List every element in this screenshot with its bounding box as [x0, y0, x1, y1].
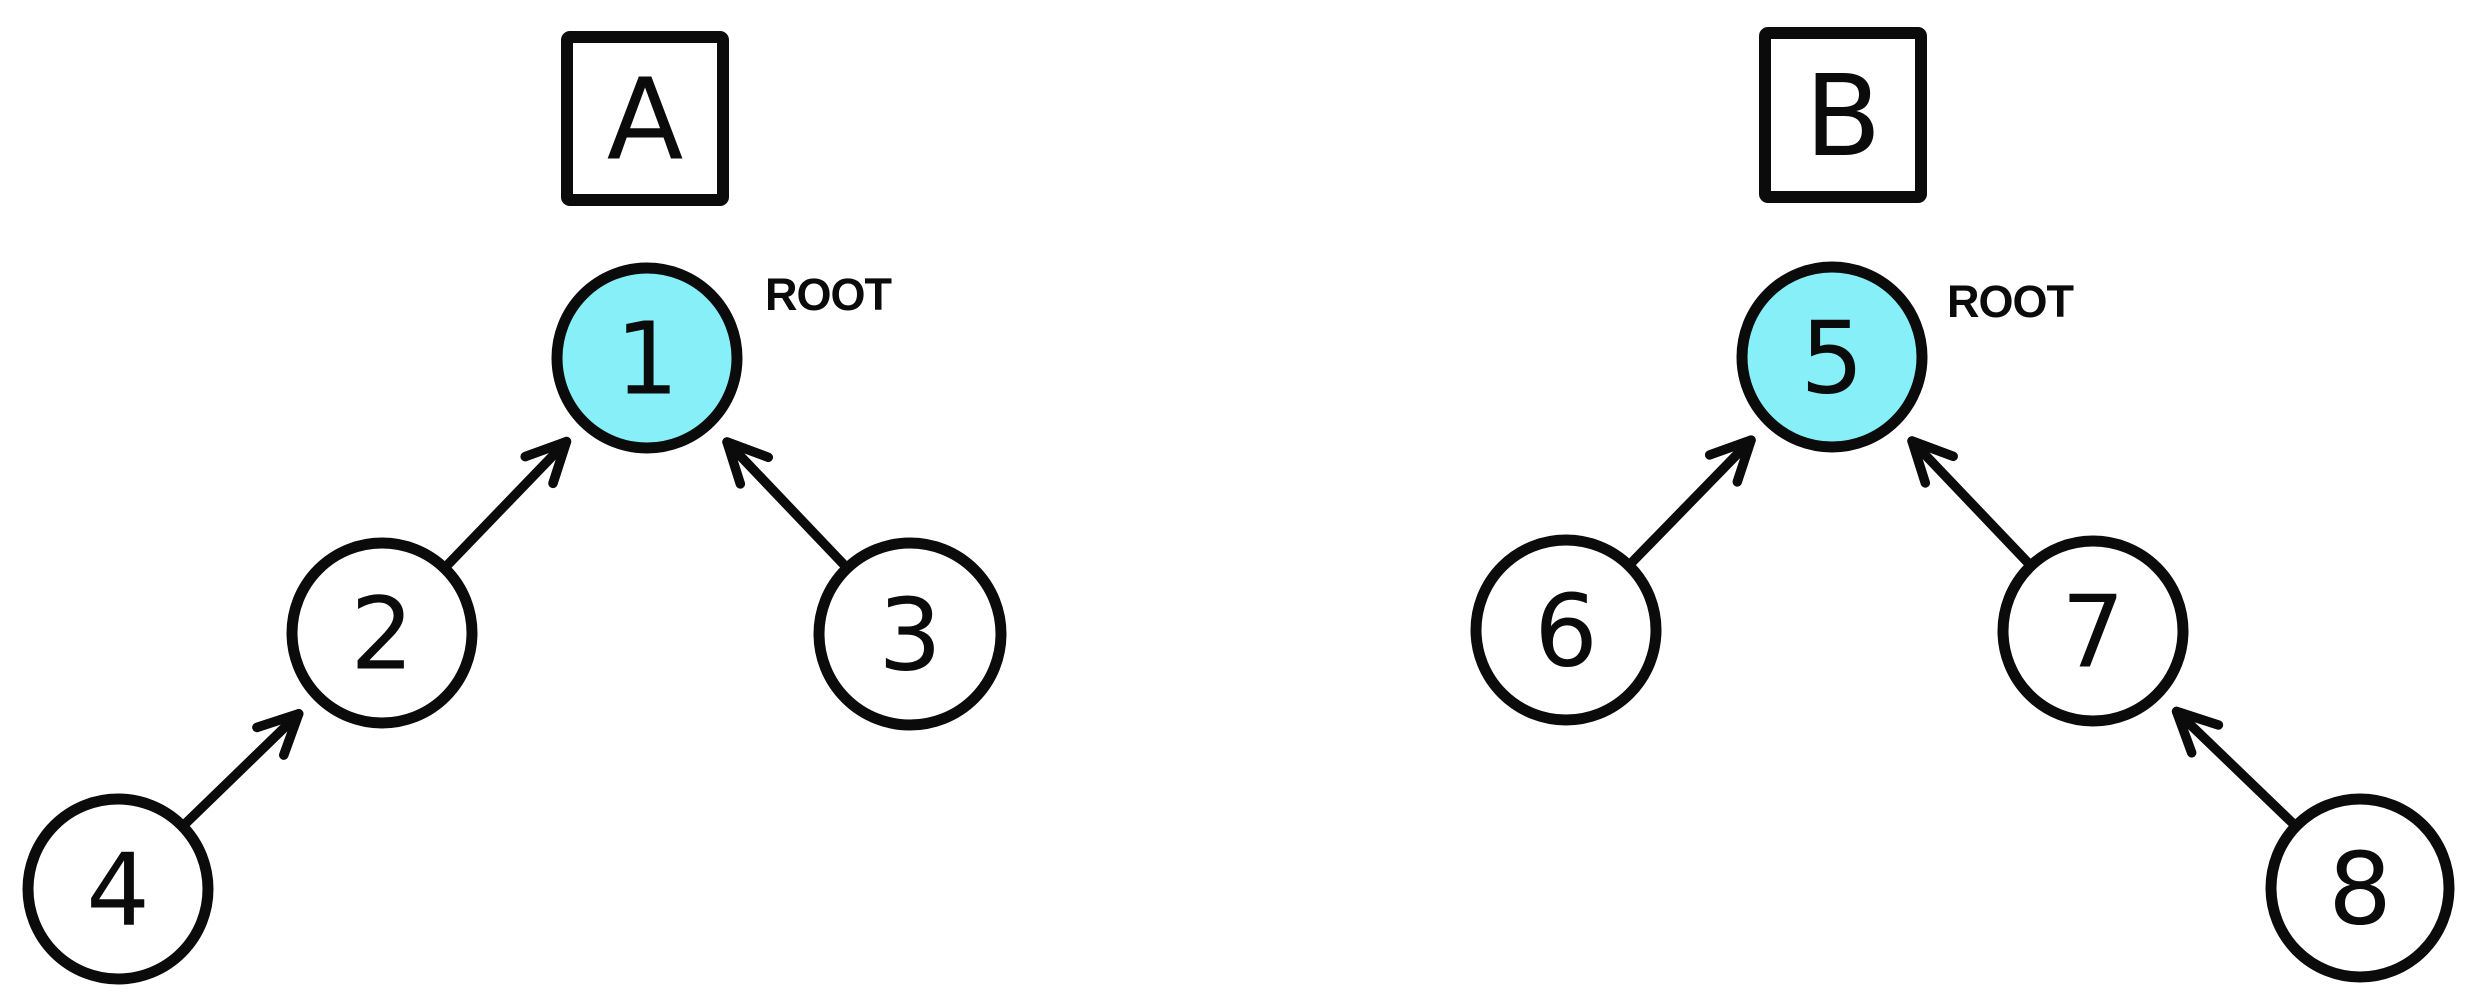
node-circle-6 [1470, 534, 1662, 726]
tree-B: B 5 ROOT 6 7 8 [1470, 27, 2455, 983]
node-label-1: 1 [615, 301, 679, 418]
arrowhead-7-to-5 [1907, 436, 1959, 488]
tree-title-label-B: B [1805, 52, 1882, 182]
edge-7-to-5 [1907, 436, 2033, 568]
arrowhead-6-to-5 [1704, 435, 1756, 487]
edge-6-to-5 [1626, 435, 1756, 568]
edge-8-to-7 [2171, 706, 2298, 829]
node-label-7: 7 [2061, 574, 2125, 691]
node-circle-8 [2265, 793, 2455, 983]
arrowhead-3-to-1 [722, 437, 774, 489]
root-annotation-A: ROOT [765, 269, 892, 320]
node-label-5: 5 [1800, 300, 1864, 417]
node-label-3: 3 [878, 577, 942, 694]
edge-4-to-2 [180, 709, 304, 829]
tree-title-label-A: A [607, 55, 684, 185]
node-circle-1 [551, 262, 743, 454]
node-circle-2 [286, 537, 478, 729]
node-label-2: 2 [350, 576, 414, 693]
node-label-4: 4 [86, 832, 150, 949]
node-circle-7 [1997, 535, 2189, 727]
tree-title-box-A [561, 31, 729, 206]
node-label-8: 8 [2328, 831, 2392, 948]
edge-2-to-1 [442, 436, 572, 571]
node-circle-3 [813, 537, 1007, 731]
arrowhead-8-to-7 [2171, 706, 2224, 758]
tree-title-box-B [1759, 27, 1927, 203]
node-label-6: 6 [1534, 573, 1598, 690]
edge-3-to-1 [722, 437, 850, 570]
tree-A: A 1 ROOT 2 3 4 [22, 31, 1007, 985]
node-circle-5 [1736, 261, 1928, 453]
root-annotation-B: ROOT [1947, 276, 2074, 327]
arrowhead-4-to-2 [252, 709, 304, 760]
arrowhead-2-to-1 [520, 436, 572, 489]
node-circle-4 [22, 793, 214, 985]
